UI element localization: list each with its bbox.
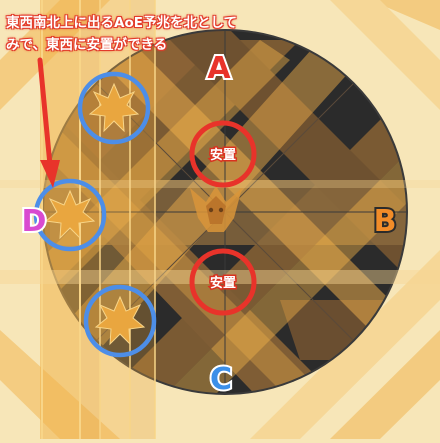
waymark-d: D bbox=[22, 204, 47, 239]
safe-label-lower: 安置 bbox=[210, 275, 236, 291]
boss-emblem bbox=[190, 186, 242, 232]
aoe-indicator-nw bbox=[77, 71, 151, 145]
aoe-indicator-w bbox=[33, 178, 107, 252]
safe-labels: 安置 安置 bbox=[208, 146, 237, 293]
waymark-c: C bbox=[210, 362, 232, 397]
safe-label-upper: 安置 bbox=[210, 147, 236, 163]
red-arrow-icon bbox=[37, 57, 60, 188]
aoe-indicator-sw bbox=[83, 284, 157, 358]
safe-spot-upper-circle bbox=[189, 120, 257, 188]
safe-spot-lower-circle bbox=[189, 248, 257, 316]
waymark-letters: A B C D bbox=[20, 49, 399, 399]
waymark-a: A bbox=[207, 51, 231, 86]
waymark-b: B bbox=[374, 204, 397, 239]
